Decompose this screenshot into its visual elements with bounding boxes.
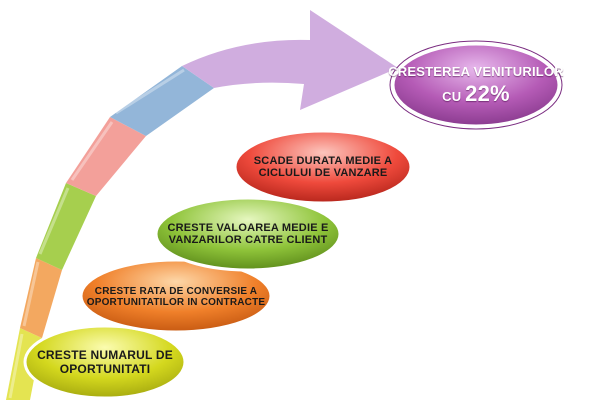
goal-prefix: CU [442,88,462,104]
goal-label: CRESTEREA VENITURILOR CU 22% [388,56,563,114]
step-label-1: CRESTE NUMARUL DE OPORTUNITATI [37,348,173,376]
goal-value-line: CU 22% [442,81,510,107]
arrow-segment-4 [66,117,146,196]
step-label-4: SCADE DURATA MEDIE A CICLULUI DE VANZARE [253,155,393,179]
growth-arrow [6,10,398,400]
goal-title: CRESTEREA VENITURILOR [388,63,564,79]
goal-percent: 22% [465,80,510,106]
step-ellipse-1 [23,324,187,400]
arrow-segment-3 [36,183,96,270]
step-ellipse-4 [233,129,413,205]
step-label-3: CRESTE VALOAREA MEDIE E VANZARILOR CATRE… [167,222,329,246]
arrow-segment-6 [182,10,398,110]
arrow-segment-2 [20,258,62,338]
step-ellipse-3 [154,196,342,272]
step-ellipse-2 [79,258,273,334]
goal-ellipse [391,42,561,128]
step-label-2: CRESTE RATA DE CONVERSIE A OPORTUNITATIL… [86,286,266,308]
arrow-segment-5 [110,66,214,136]
